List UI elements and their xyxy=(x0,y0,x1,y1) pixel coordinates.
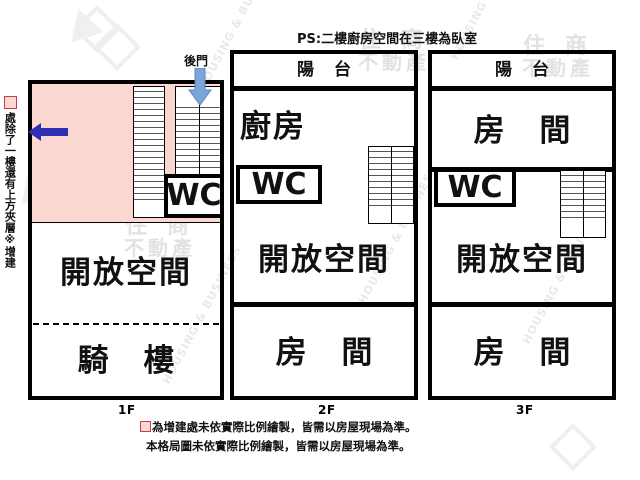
stair-3f xyxy=(560,170,606,238)
room-label-bedroom-front: 房 間 xyxy=(473,112,583,149)
room-2f-balcony: 陽 台 xyxy=(234,54,414,86)
stair-treads xyxy=(134,87,164,217)
room-2f-wc: WC xyxy=(236,165,322,204)
room-2f-kitchen: 廚房 xyxy=(240,96,340,158)
room-label-bedroom-rear: 房 間 xyxy=(473,334,583,371)
stair-rail xyxy=(583,171,584,237)
floor-label-3f: 3F xyxy=(516,403,534,417)
room-label-open-space: 開放空間 xyxy=(258,241,390,278)
floor-plan-1f xyxy=(28,80,224,400)
floor-label-2f: 2F xyxy=(318,403,336,417)
room-3f-open-space: 開放空間 xyxy=(432,232,612,288)
wall-3f-bedroom-rear xyxy=(428,302,616,307)
room-label-kitchen: 廚房 xyxy=(240,108,306,145)
room-label-balcony: 陽 台 xyxy=(495,59,556,80)
floor-plan-3f xyxy=(428,50,616,400)
extension-pointer-arrow-icon xyxy=(28,122,68,142)
room-label-wc: WC xyxy=(166,178,222,213)
stair-rail xyxy=(199,87,200,177)
room-1f-open-space: 開放空間 xyxy=(32,223,220,323)
stair-treads xyxy=(176,87,220,177)
room-3f-balcony: 陽 台 xyxy=(432,54,612,86)
watermark-triangle-1 xyxy=(62,3,104,43)
room-label-arcade: 騎 樓 xyxy=(77,342,187,379)
wall-3f-balcony xyxy=(428,86,616,91)
extension-footnote-swatch xyxy=(140,421,151,432)
room-label-balcony: 陽 台 xyxy=(297,59,358,80)
stair-1f-a xyxy=(133,86,165,218)
room-label-wc: WC xyxy=(251,166,307,202)
footnote-extension-text: 為增建處未依實際比例繪製，皆需以房屋現場為準。 xyxy=(152,420,417,434)
back-door-arrow-icon xyxy=(188,67,212,106)
room-3f-bedroom-front: 房 間 xyxy=(432,95,612,167)
stair-2f xyxy=(368,146,414,224)
back-door-label: 後門 xyxy=(184,54,209,68)
stair-rail xyxy=(391,147,392,223)
room-2f-open-space: 開放空間 xyxy=(234,232,414,288)
extension-note-vertical: 處除了一樓還有上方夾層※增建 xyxy=(3,112,17,268)
room-1f-arcade: 騎 樓 xyxy=(32,326,220,396)
watermark-square-2 xyxy=(72,4,122,54)
room-label-open-space: 開放空間 xyxy=(60,254,192,291)
watermark-square-1 xyxy=(92,22,142,72)
room-2f-bedroom: 房 間 xyxy=(234,310,414,396)
divider-1f-arcade xyxy=(33,323,219,325)
extension-legend-swatch xyxy=(4,96,17,109)
room-1f-wc: WC xyxy=(164,174,224,218)
stair-1f-b xyxy=(175,86,221,178)
wall-2f-balcony xyxy=(230,86,418,91)
room-label-bedroom: 房 間 xyxy=(275,334,385,371)
footnote-extension: 為增建處未依實際比例繪製，皆需以房屋現場為準。 xyxy=(140,419,417,435)
footnote-disclaimer: 本格局圖未依實際比例繪製，皆需以房屋現場為準。 xyxy=(146,439,411,453)
wall-2f-bedroom xyxy=(230,302,418,307)
room-label-open-space: 開放空間 xyxy=(456,241,588,278)
top-note: PS:二樓廚房空間在三樓為臥室 xyxy=(297,32,478,47)
room-label-wc: WC xyxy=(447,169,503,205)
watermark-square-3 xyxy=(548,422,598,472)
room-3f-bedroom-rear: 房 間 xyxy=(432,310,612,396)
floor-plan-2f xyxy=(230,50,418,400)
wall-3f-bedroom-front xyxy=(428,167,616,172)
room-3f-wc: WC xyxy=(434,168,516,207)
floor-label-1f: 1F xyxy=(118,403,136,417)
